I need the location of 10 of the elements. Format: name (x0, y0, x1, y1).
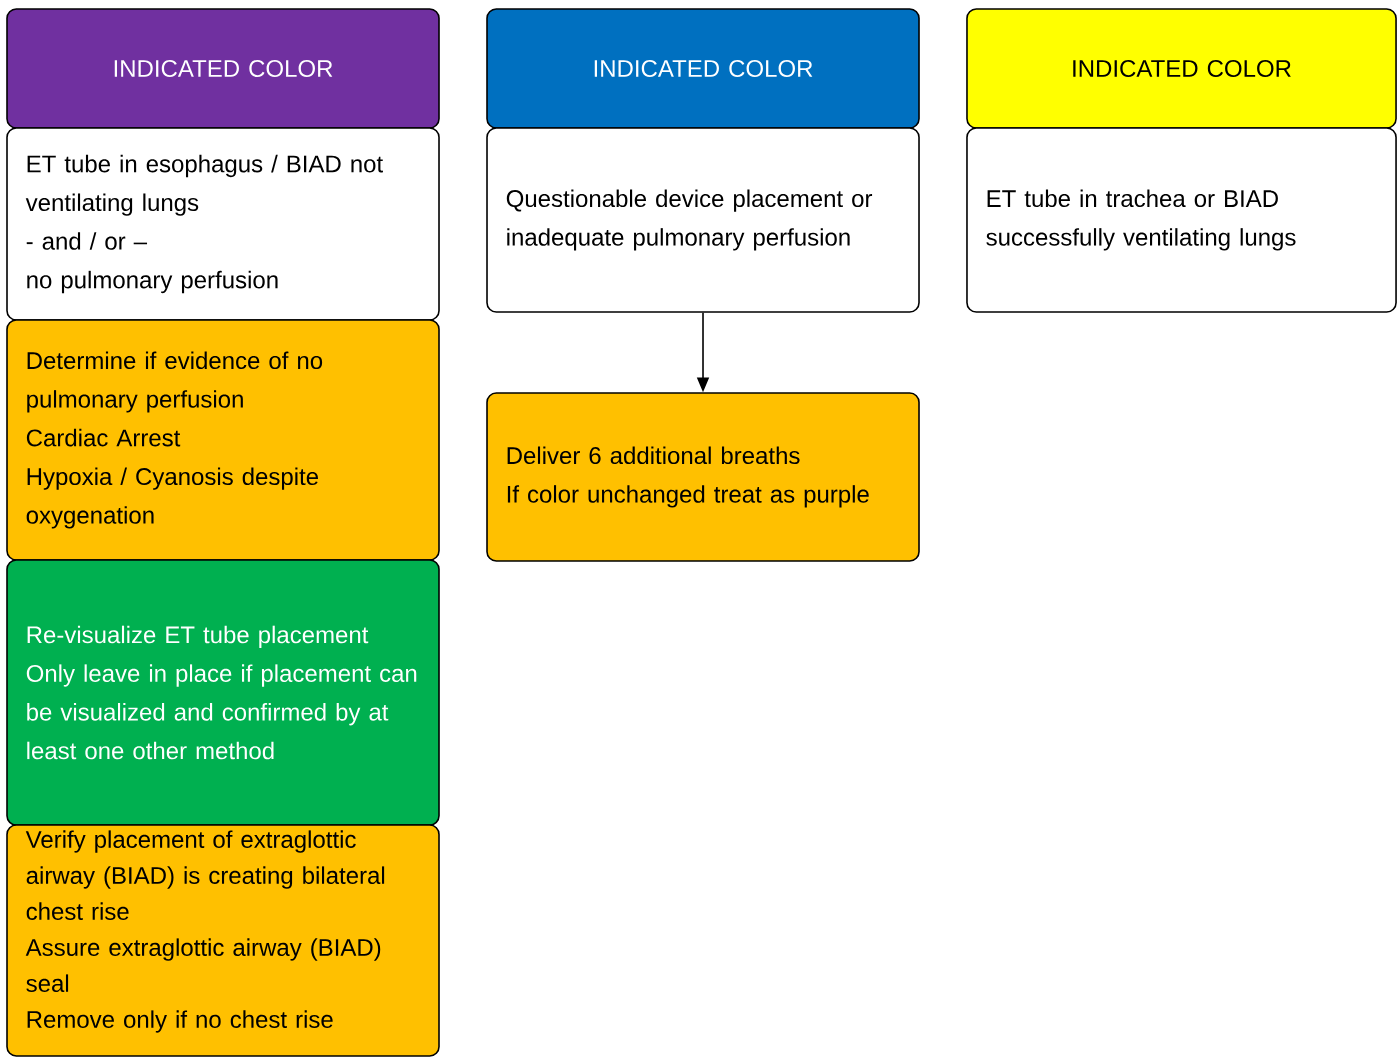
step-box: Questionable device placement or inadequate pulmonary perfusion (486, 127, 920, 313)
step-box: Verify placement of extraglottic airway (BIAD) is creating bilateral chest rise Assure extraglottic airway (BIAD) seal Remove only if no chest rise (6, 824, 440, 1057)
step-box: Re-visualize ET tube placement Only leave in place if placement can be visualized and confirmed by at least one other method (6, 559, 440, 826)
color-header: INDICATED COLOR (6, 8, 440, 129)
step-box: Determine if evidence of no pulmonary perfusion Cardiac Arrest Hypoxia / Cyanosis despite oxygenation (6, 319, 440, 561)
step-box: Deliver 6 additional breaths If color unchanged treat as purple (486, 392, 920, 562)
color-header: INDICATED COLOR (486, 8, 920, 129)
step-box: ET tube in trachea or BIAD successfully ventilating lungs (966, 127, 1397, 313)
color-header: INDICATED COLOR (966, 8, 1397, 129)
step-box: ET tube in esophagus / BIAD not ventilating lungs - and / or – no pulmonary perfusion (6, 127, 440, 321)
